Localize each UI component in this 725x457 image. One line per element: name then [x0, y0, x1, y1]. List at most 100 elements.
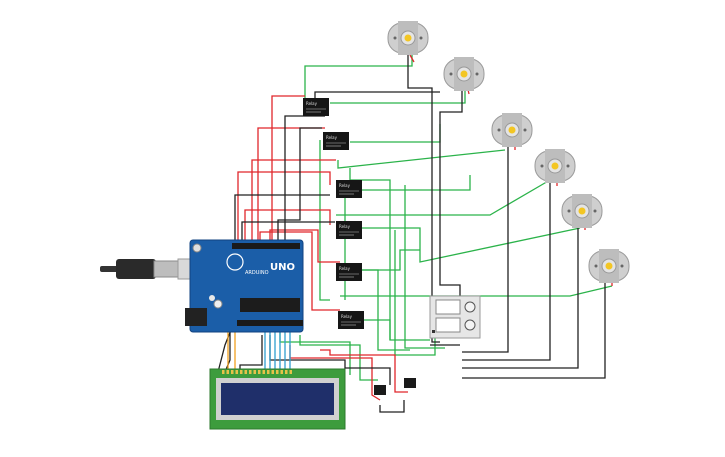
wire-red — [259, 231, 340, 311]
wire-red — [269, 229, 340, 263]
motor-shaft-icon — [460, 70, 468, 78]
motor-screw-icon — [620, 264, 624, 268]
digital-header — [232, 243, 300, 249]
relay: Relay — [336, 180, 362, 198]
knob-1-icon[interactable] — [464, 301, 476, 313]
relay-label: Relay — [339, 266, 351, 271]
relay-label: Relay — [339, 224, 351, 229]
motor-screw-icon — [475, 72, 479, 76]
lcd-display — [209, 368, 346, 430]
board-brand: UNO — [270, 262, 295, 273]
relay-body — [323, 132, 349, 150]
switch-2[interactable] — [435, 317, 461, 333]
wire-green — [350, 124, 441, 143]
dc-motor — [443, 57, 485, 91]
switch-panel — [429, 295, 481, 339]
wire-green — [336, 179, 551, 216]
relay: Relay — [323, 132, 349, 150]
lcd-pin — [267, 370, 270, 374]
wire-green — [340, 285, 613, 297]
wire-red — [271, 95, 305, 240]
wire-black — [462, 142, 509, 353]
relay-label: Relay — [306, 101, 318, 106]
motor-shaft-icon — [605, 262, 613, 270]
motor-screw-icon — [523, 128, 527, 132]
relay-body — [336, 180, 362, 198]
wire-green — [304, 55, 413, 100]
lcd-pin — [253, 370, 256, 374]
usb-cable — [100, 258, 205, 280]
wire-red — [251, 159, 336, 240]
lcd-pin — [235, 370, 238, 374]
wire-red — [244, 209, 331, 240]
lcd-pin — [244, 370, 247, 374]
lcd-pin — [231, 370, 234, 374]
motor-screw-icon — [594, 264, 598, 268]
arduino-logo-icon — [226, 253, 244, 271]
relay-label: Relay — [326, 135, 338, 140]
switch-panel-pin — [432, 330, 435, 333]
dc-motor — [387, 21, 429, 55]
arduino-logo-text: ARDUINO — [245, 270, 269, 276]
dc-motor — [588, 249, 630, 283]
motor-screw-icon — [566, 164, 570, 168]
wire-green — [356, 269, 410, 351]
wire-green — [330, 85, 466, 104]
usb-plug-body — [116, 259, 156, 279]
motor-shaft-icon — [508, 126, 516, 134]
wires — [217, 54, 613, 413]
wire-black — [379, 400, 405, 413]
relay-body — [303, 98, 329, 116]
motor-shaft-icon — [578, 207, 586, 215]
wire-black — [241, 221, 335, 240]
push-button-1[interactable] — [374, 385, 386, 395]
relay-body — [338, 311, 364, 329]
analog-header — [237, 320, 303, 326]
lcd-pin — [222, 370, 225, 374]
wire-red — [409, 54, 415, 63]
knob-2-icon[interactable] — [464, 319, 476, 331]
usb-cable-end — [100, 266, 120, 272]
lcd-pins — [222, 370, 292, 374]
switch-1[interactable] — [435, 299, 461, 315]
crystal-icon — [209, 295, 215, 301]
wire-red — [237, 171, 331, 240]
wire-black — [462, 178, 551, 361]
wire-green — [360, 175, 471, 191]
wire-green — [319, 140, 330, 301]
motor-shaft-icon — [404, 34, 412, 42]
dc-motor — [491, 113, 533, 147]
relay-label: Relay — [341, 314, 353, 319]
relay-body — [336, 221, 362, 239]
reset-button[interactable] — [192, 243, 202, 253]
lcd-pin — [289, 370, 292, 374]
usb-plug-metal — [153, 260, 181, 278]
motor-screw-icon — [419, 36, 423, 40]
push-button-2-label — [406, 375, 414, 378]
dc-motor — [561, 194, 603, 228]
wire-green — [337, 149, 506, 169]
capacitor-icon — [213, 299, 223, 309]
wire-green — [360, 249, 420, 271]
wire-green — [394, 230, 436, 356]
motor-screw-icon — [393, 36, 397, 40]
relay-label: Relay — [339, 183, 351, 188]
wire-black — [314, 91, 440, 100]
lcd-pin — [262, 370, 265, 374]
relay: Relay — [336, 263, 362, 281]
wire-red — [257, 127, 325, 240]
lcd-screen — [221, 383, 334, 415]
motor-shaft-icon — [551, 162, 559, 170]
lcd-pin — [280, 370, 283, 374]
push-button-2[interactable] — [404, 378, 416, 388]
wire-green — [360, 227, 581, 263]
motor-screw-icon — [449, 72, 453, 76]
push-button-1-label — [376, 382, 384, 385]
lcd-pin — [258, 370, 261, 374]
lcd-pin — [271, 370, 274, 374]
lcd-pin — [276, 370, 279, 374]
wire-black — [439, 85, 463, 330]
